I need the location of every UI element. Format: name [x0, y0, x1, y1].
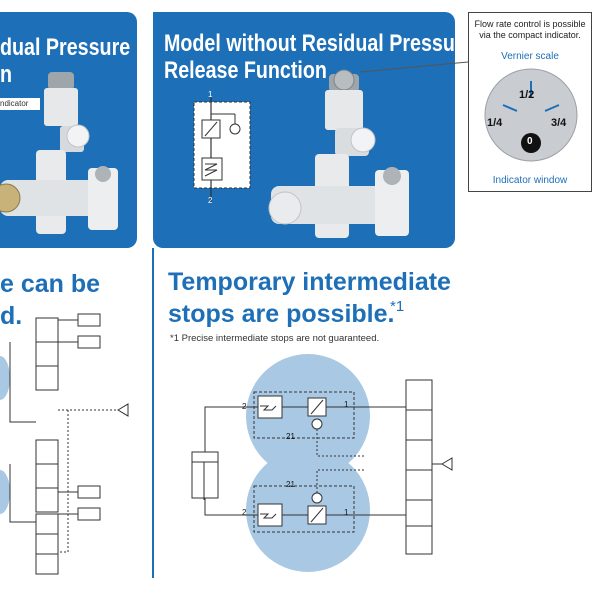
diagram-bottom-port-1: 1	[344, 508, 349, 517]
right-heading-line2: stops are possible.	[168, 300, 395, 328]
left-heading-line2: d.	[0, 302, 23, 330]
right-heading-line1: Temporary intermediate	[168, 268, 451, 296]
symbol-port-2: 2	[208, 196, 213, 205]
scale-zero: 0	[527, 136, 533, 147]
diagram-bottom-port-21: 21	[286, 480, 295, 489]
right-product-panel: Model without Residual Pressure Release …	[153, 12, 473, 248]
diagram-bottom-port-2: 2	[242, 508, 247, 517]
indicator-dial-icon	[484, 68, 578, 162]
right-panel-title-line1: Model without Residual Pressure	[164, 30, 474, 57]
valve-symbol-diagram	[193, 96, 251, 202]
footnote: *1 Precise intermediate stops are not gu…	[170, 333, 380, 344]
callout-text-line2: via the compact indicator.	[479, 30, 581, 40]
symbol-port-1: 1	[208, 90, 213, 99]
diagram-top-port-21: 21	[286, 432, 295, 441]
scale-quarter: 1/4	[487, 117, 503, 129]
scale-three-quarter: 3/4	[551, 117, 567, 129]
left-panel-title-line1: dual Pressure	[0, 34, 131, 61]
vernier-scale-label: Vernier scale	[501, 51, 559, 62]
callout-text-line1: Flow rate control is possible	[474, 19, 586, 29]
scale-half: 1/2	[519, 89, 535, 101]
diagram-top-port-2: 2	[242, 402, 247, 411]
right-product-image	[268, 69, 409, 238]
left-panel-title-line2: n	[0, 61, 13, 88]
indicator-callout: Flow rate control is possible via the co…	[468, 12, 592, 192]
left-heading-line1: e can be	[0, 270, 101, 298]
left-product-image	[0, 72, 118, 234]
right-heading-footnote-mark: *1	[390, 298, 405, 315]
section-divider	[152, 248, 154, 578]
symbol-port-21: 21	[235, 146, 244, 155]
right-panel-title-line2: Release Function	[164, 57, 327, 84]
right-circuit-diagram	[191, 354, 453, 572]
left-panel-indicator-label: ndicator	[0, 98, 40, 110]
left-product-panel: dual Pressure n ndicator	[0, 12, 137, 248]
diagram-top-port-1: 1	[344, 400, 349, 409]
left-circuit-diagram	[0, 313, 129, 575]
callout-leader-line	[360, 61, 469, 73]
indicator-window-label: Indicator window	[492, 175, 568, 186]
